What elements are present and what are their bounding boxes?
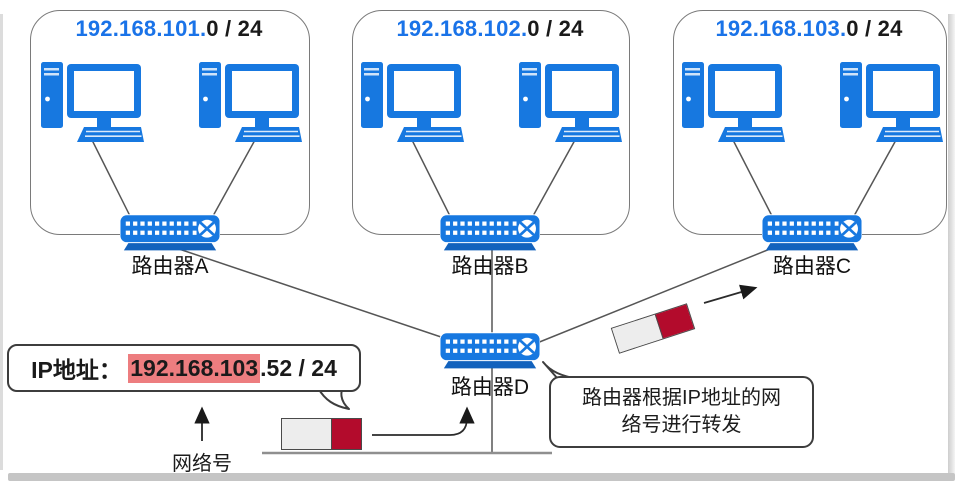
forwarding-note-bubble <box>549 376 814 448</box>
ip-address-callout: IP地址： 192.168.103.52 / 24 <box>8 345 360 391</box>
link-pc5-routerC <box>732 139 773 217</box>
subnet-101-host-part: 0 / 24 <box>206 16 263 41</box>
desktop-computer-icon <box>40 56 144 144</box>
desktop-computer-icon <box>198 56 302 144</box>
window-shadow-right <box>948 14 955 474</box>
window-shadow-bottom <box>8 473 955 481</box>
packet-payload-red <box>330 419 361 449</box>
link-pc1-routerA <box>91 139 131 217</box>
forwarding-note-line2: 络号进行转发 <box>621 414 742 436</box>
router-icon-a <box>120 214 220 254</box>
desktop-computer-icon <box>681 56 785 144</box>
ip-packet-icon <box>281 418 362 450</box>
router-icon-d <box>440 332 540 372</box>
routerA-label: 路由器A <box>131 255 209 278</box>
router-icon-c <box>762 214 862 254</box>
router-icon-b <box>440 214 540 254</box>
subnet-101-network-part: 192.168.101. <box>75 16 207 41</box>
subnet-102-cidr-label: 192.168.102.0 / 24 <box>352 16 628 42</box>
routerD-label: 路由器D <box>450 376 530 399</box>
subnet-101-cidr-label: 192.168.101.0 / 24 <box>30 16 308 42</box>
routerC-label: 路由器C <box>772 255 852 278</box>
packet-to-routerC-arrow <box>703 284 758 304</box>
subnet-102-network-part: 192.168.102. <box>396 16 528 41</box>
desktop-computer-icon <box>518 56 622 144</box>
subnet-103-cidr-label: 192.168.103.0 / 24 <box>673 16 945 42</box>
subnet-103-host-part: 0 / 24 <box>846 16 903 41</box>
subnet-103-network-part: 192.168.103. <box>715 16 847 41</box>
window-shadow-left <box>0 14 3 470</box>
ip-address-prefix: IP地址： <box>31 357 129 383</box>
subnet-102-host-part: 0 / 24 <box>527 16 584 41</box>
link-routerC-routerD <box>536 248 771 344</box>
ip-host-part: .52 / 24 <box>260 354 337 381</box>
desktop-computer-icon <box>839 56 943 144</box>
link-routerA-routerD <box>169 245 448 340</box>
packet-to-routerD-arrow <box>372 406 475 436</box>
link-pc6-routerC <box>853 139 897 217</box>
desktop-computer-icon <box>360 56 464 144</box>
link-pc2-routerA <box>212 139 256 217</box>
network-number-caption: 网络号 <box>172 453 232 475</box>
ip-network-number-highlight: 192.168.103 <box>128 353 261 383</box>
link-pc4-routerB <box>532 139 576 217</box>
forwarding-note: 路由器根据IP地址的网 络号进行转发 <box>550 377 813 447</box>
link-pc3-routerB <box>411 139 451 217</box>
forwarding-note-line1: 路由器根据IP地址的网 <box>582 387 781 409</box>
routerB-label: 路由器B <box>451 255 529 278</box>
packet-header-gray <box>282 419 331 449</box>
